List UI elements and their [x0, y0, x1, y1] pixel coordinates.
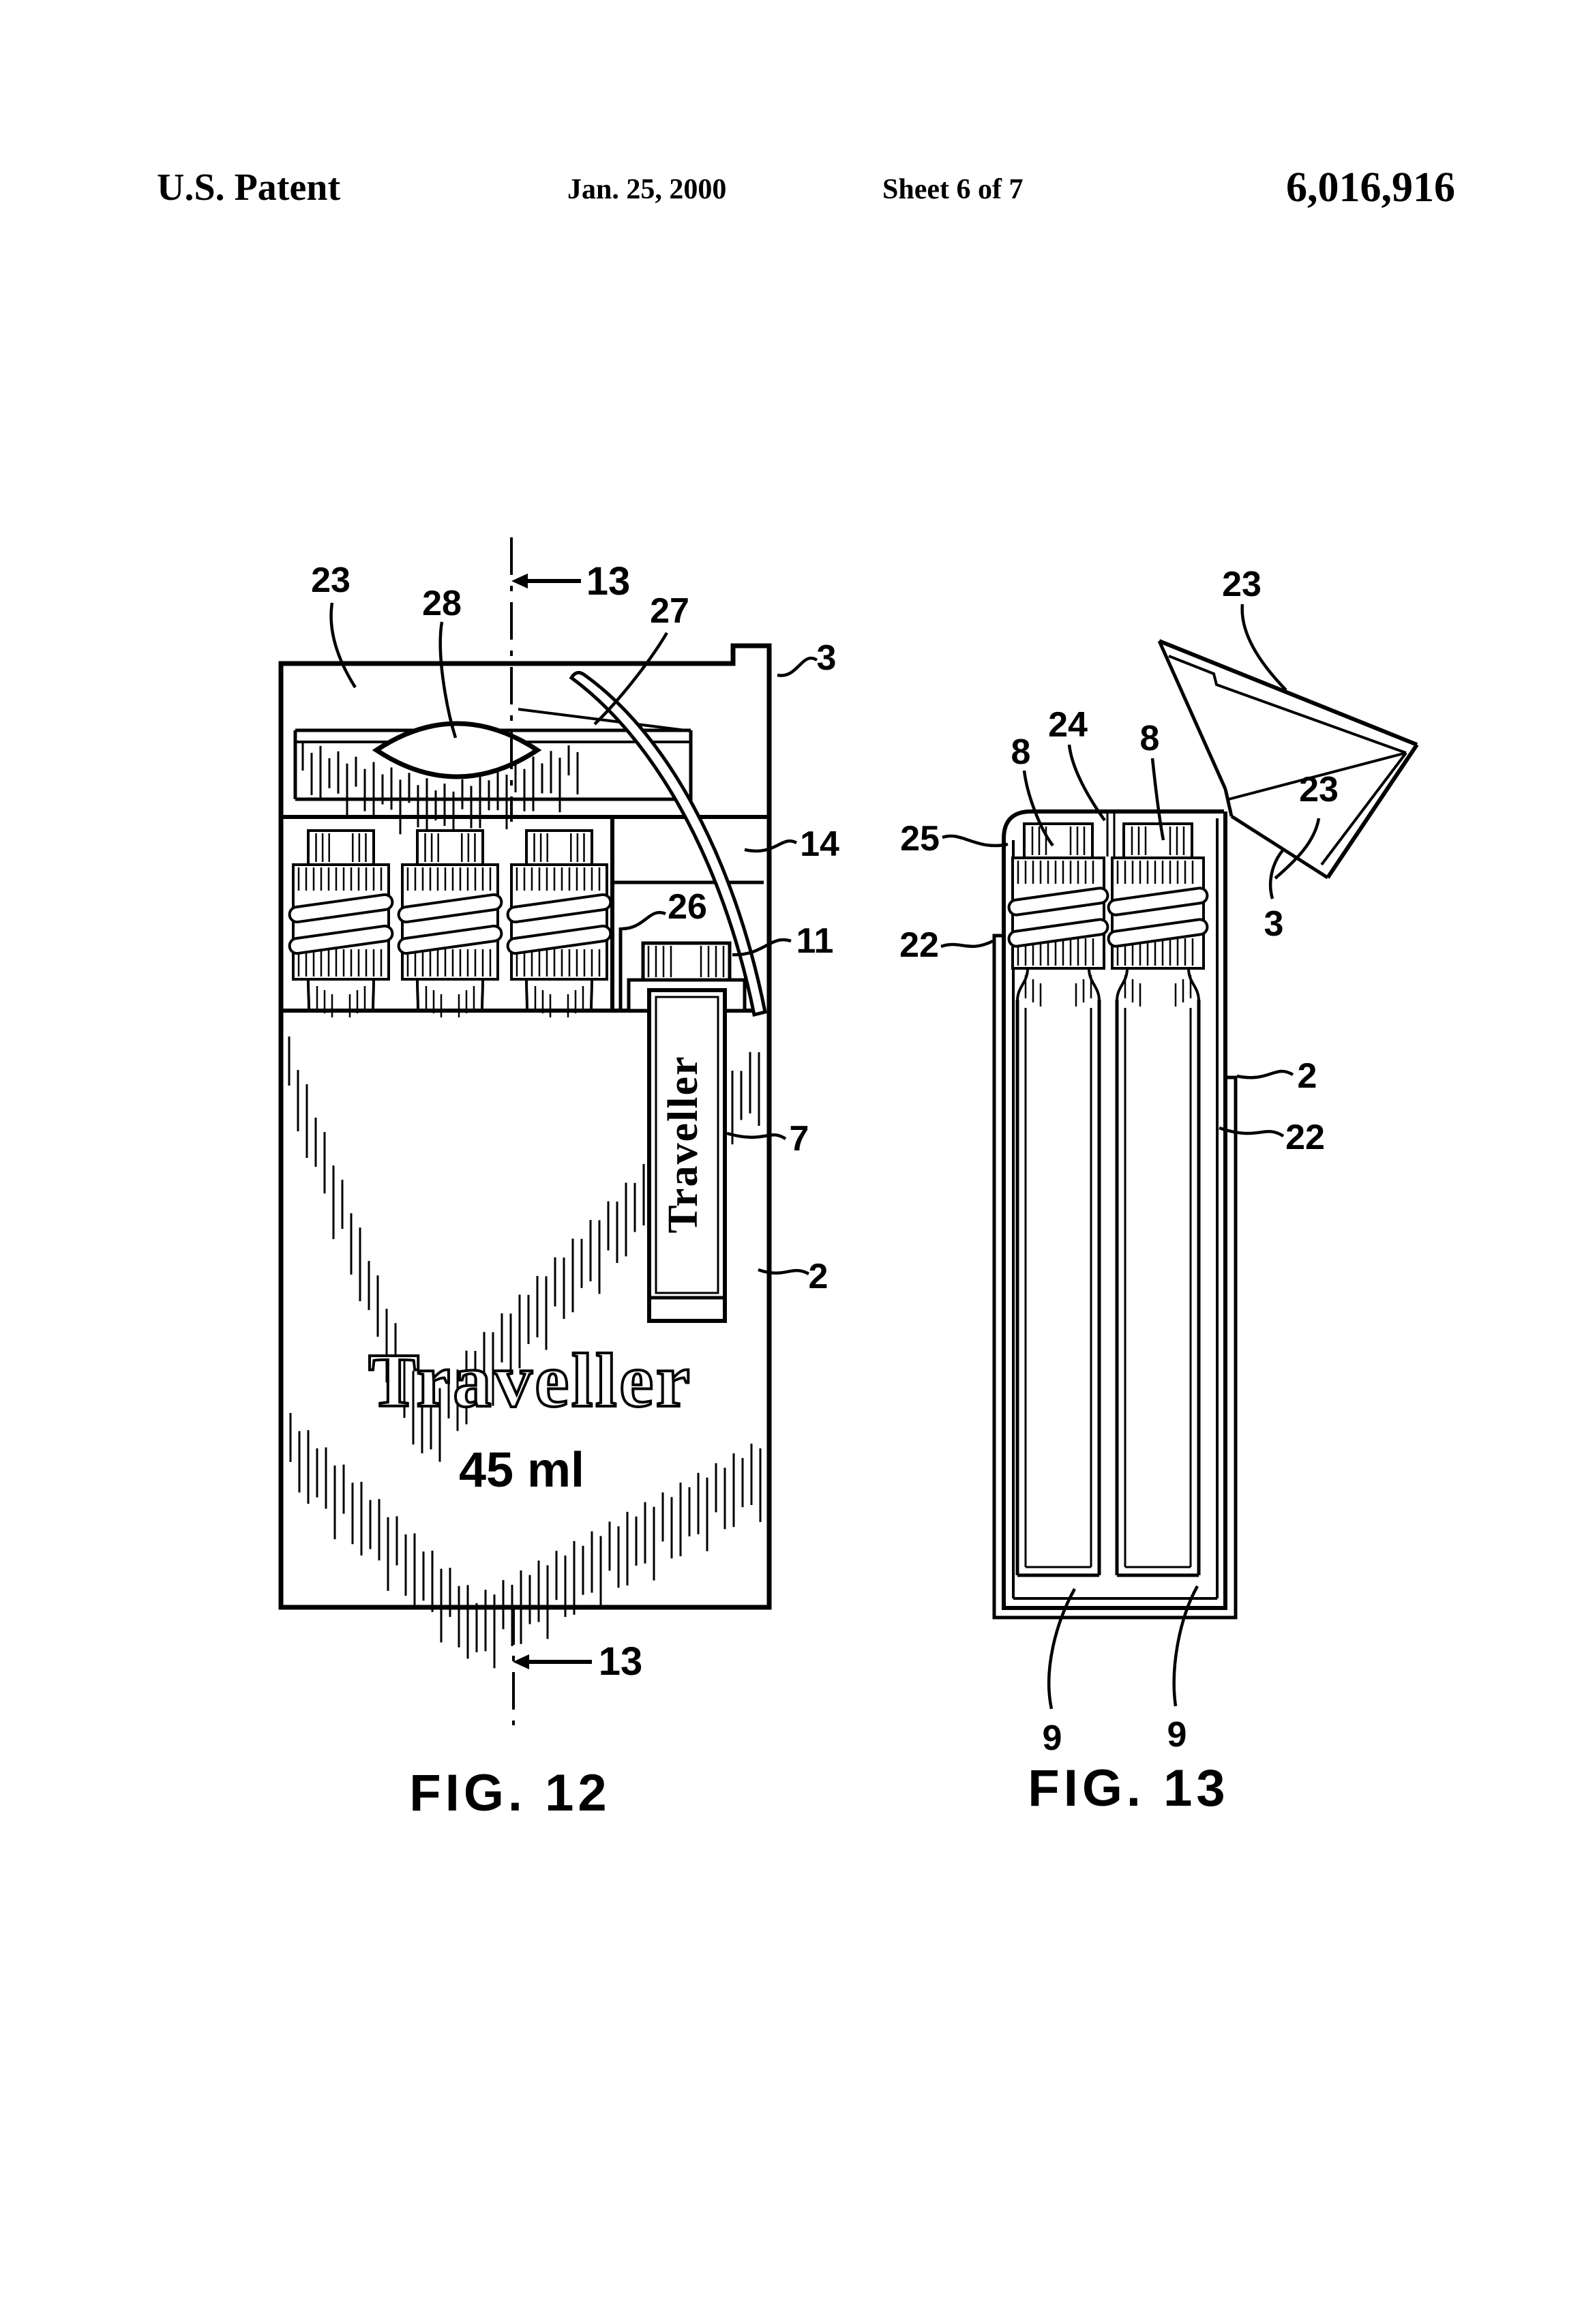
fig12-leader-26 [621, 910, 666, 931]
fig13-leader-24 [1067, 744, 1106, 822]
sheet-header: U.S. Patent Jan. 25, 2000 Sheet 6 of 7 6… [157, 164, 1455, 211]
fig13-label-8-left: 8 [1011, 732, 1031, 772]
fig12-arrow-bottom-head [513, 1654, 529, 1669]
fig12-label-7: 7 [790, 1119, 809, 1159]
patent-header-date: Jan. 25, 2000 [567, 174, 726, 205]
patent-header-title: U.S. Patent [157, 166, 340, 209]
fig13-bottle-caps [1007, 822, 1209, 1007]
fig12-package-brand: Traveller [368, 1339, 692, 1423]
fig13-caption: FIG. 13 [1028, 1759, 1229, 1817]
patent-header-number: 6,016,916 [1286, 164, 1455, 211]
fig13-drawing: 23 24 8 8 23 25 22 3 2 22 9 9 FIG. 13 [899, 565, 1419, 1817]
fig12-leader-23 [329, 602, 357, 689]
fig13-leader-3 [1268, 848, 1285, 899]
fig13-leader-22-left [940, 939, 994, 949]
fig12-leader-lines [329, 602, 818, 1276]
fig12-label-27: 27 [650, 591, 689, 631]
fig12-hatch-band-lower [289, 1413, 762, 1669]
fig13-label-25: 25 [900, 819, 940, 859]
fig12-small-cap-hatch [647, 946, 725, 977]
fig12-leader-27 [593, 631, 668, 726]
fig12-label-13-top: 13 [586, 559, 631, 604]
fig12-bottle-label-text: Traveller [660, 1055, 706, 1233]
fig13-leader-23-top [1240, 604, 1287, 691]
fig12-drawing: Traveller Traveller 45 ml 2 [278, 537, 839, 1822]
fig13-bottle-bodies [1015, 1000, 1201, 1577]
fig12-reference-numerals: 23 28 13 27 3 14 26 11 7 2 13 [311, 559, 839, 1684]
fig12-label-3: 3 [817, 638, 837, 678]
fig12-upright-bottle [647, 988, 727, 1323]
fig12-arrow-top-head [511, 573, 528, 589]
fig13-label-22-right: 22 [1285, 1118, 1325, 1157]
fig12-hatch-band-upper [301, 741, 579, 846]
fig12-small-bottle: Traveller [627, 941, 747, 1323]
fig12-label-11: 11 [796, 921, 834, 961]
fig12-lid-lens [372, 721, 542, 779]
fig13-label-2: 2 [1298, 1056, 1317, 1096]
fig12-leader-28 [438, 621, 458, 739]
fig13-leader-2 [1236, 1069, 1294, 1079]
fig12-package-outline [278, 643, 772, 1610]
fig12-label-14: 14 [800, 824, 839, 864]
fig12-leader-14 [744, 839, 798, 853]
fig12-leader-2 [758, 1268, 810, 1276]
fig12-package-volume: 45 ml [459, 1443, 584, 1498]
fig13-label-3: 3 [1264, 904, 1284, 944]
fig13-open-lid [1157, 639, 1419, 880]
fig13-leader-23-mid [1274, 818, 1321, 880]
fig13-leader-lines [940, 604, 1321, 1710]
fig12-caption: FIG. 12 [409, 1764, 610, 1822]
fig12-tear-strip [569, 670, 767, 1017]
fig13-label-24: 24 [1048, 705, 1088, 745]
fig13-label-8-right: 8 [1140, 719, 1160, 758]
fig13-outer-sleeve [992, 934, 1238, 1620]
fig13-label-22-left: 22 [899, 925, 939, 965]
fig13-label-9-right: 9 [1167, 1715, 1187, 1755]
fig12-bottle-caps [288, 829, 612, 1017]
fig12-leader-7 [726, 1131, 787, 1140]
fig12-leader-11 [732, 938, 792, 957]
fig12-leader-3 [777, 657, 818, 677]
fig12-label-13-bottom: 13 [599, 1639, 643, 1684]
fig12-label-23: 23 [311, 561, 350, 600]
fig13-label-23-top: 23 [1222, 565, 1262, 604]
fig13-case-outline [1002, 809, 1227, 1610]
fig12-label-26: 26 [668, 887, 707, 927]
fig13-label-9-left: 9 [1043, 1718, 1062, 1758]
patent-header-sheet: Sheet 6 of 7 [882, 174, 1023, 205]
fig13-reference-numerals: 23 24 8 8 23 25 22 3 2 22 9 9 [899, 565, 1339, 1758]
fig12-label-2: 2 [809, 1257, 829, 1296]
fig13-leader-9-right [1172, 1585, 1199, 1707]
fig13-leader-9-left [1047, 1588, 1076, 1710]
fig12-section-line [510, 537, 592, 1725]
fig13-leader-22-right [1219, 1126, 1285, 1137]
fig13-leader-25 [942, 834, 1009, 848]
fig12-bottle-label-frame [655, 996, 719, 1294]
fig12-label-28: 28 [422, 584, 462, 623]
fig13-label-23-mid: 23 [1299, 770, 1339, 809]
fig13-leader-8-right [1150, 758, 1165, 841]
fig13-leader-8-left [1022, 770, 1054, 847]
